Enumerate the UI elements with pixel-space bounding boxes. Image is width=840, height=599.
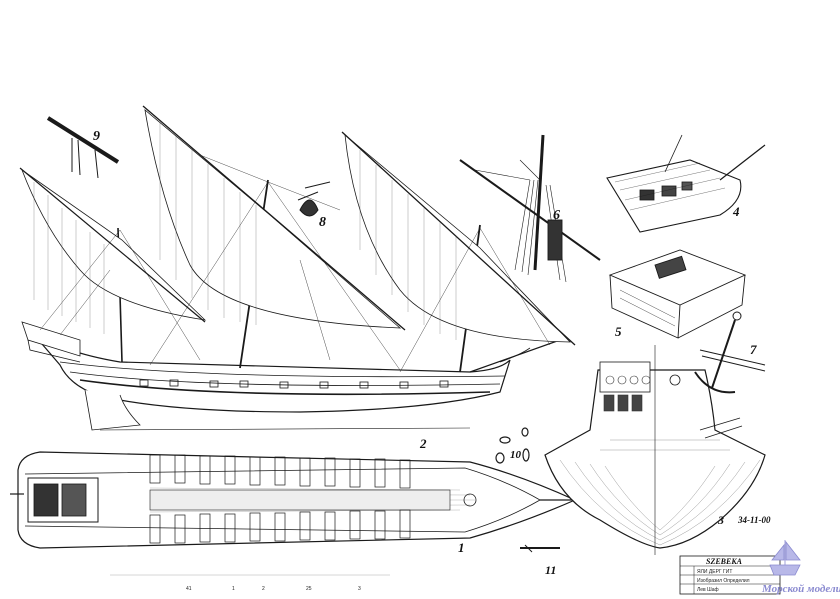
watermark: Морской моделизм bbox=[761, 540, 840, 595]
scale-mark: 41 bbox=[186, 586, 192, 592]
figure-label: 11 bbox=[545, 563, 556, 577]
stern-body-plan bbox=[544, 345, 766, 555]
figure-labels: 1 2 3 4 5 6 7 8 9 10 11 bbox=[93, 129, 757, 577]
detail-masthead bbox=[459, 134, 601, 283]
figure-label: 5 bbox=[615, 324, 622, 339]
title-block-ship-name: SZEBEKA bbox=[706, 557, 743, 566]
figure-label: 4 bbox=[732, 204, 740, 219]
figure-label: 3 bbox=[717, 513, 724, 527]
figure-label: 1 bbox=[458, 540, 465, 555]
detail-anchor bbox=[694, 311, 766, 394]
scale-mark: 2 bbox=[262, 586, 265, 592]
stamp-number: 34-11-00 bbox=[737, 515, 771, 525]
detail-hatch bbox=[608, 249, 747, 339]
watermark-ship-icon bbox=[769, 540, 801, 576]
detail-forecastle bbox=[606, 134, 766, 233]
detail-thimbles bbox=[495, 427, 530, 464]
detail-fitting bbox=[520, 544, 560, 553]
title-block-row: Лев Шаф bbox=[697, 587, 719, 593]
title-block: SZEBEKA ЯЛИ ДЕРГ ГИТ Изобразил Определил… bbox=[679, 555, 781, 595]
scale-mark: 25 bbox=[306, 586, 312, 592]
deck-plan-top-view bbox=[10, 451, 600, 549]
sail-plan-side-view bbox=[19, 105, 576, 431]
detail-yard-end bbox=[46, 116, 120, 179]
figure-label: 7 bbox=[750, 342, 757, 357]
figure-label: 9 bbox=[93, 129, 100, 144]
figure-label: 6 bbox=[553, 208, 560, 223]
figure-label: 8 bbox=[319, 215, 326, 230]
figure-label: 2 bbox=[419, 436, 427, 451]
title-block-row: Изобразил Определил bbox=[697, 578, 750, 584]
detail-block bbox=[297, 181, 331, 217]
title-block-row: ЯЛИ ДЕРГ ГИТ bbox=[697, 569, 732, 575]
figure-label: 10 bbox=[510, 449, 522, 461]
scale-mark: 3 bbox=[358, 586, 361, 592]
watermark-text: Морской моделизм bbox=[761, 583, 840, 595]
scale-mark: 1 bbox=[232, 586, 235, 592]
scale-marks: 41 1 2 25 3 bbox=[110, 574, 390, 592]
